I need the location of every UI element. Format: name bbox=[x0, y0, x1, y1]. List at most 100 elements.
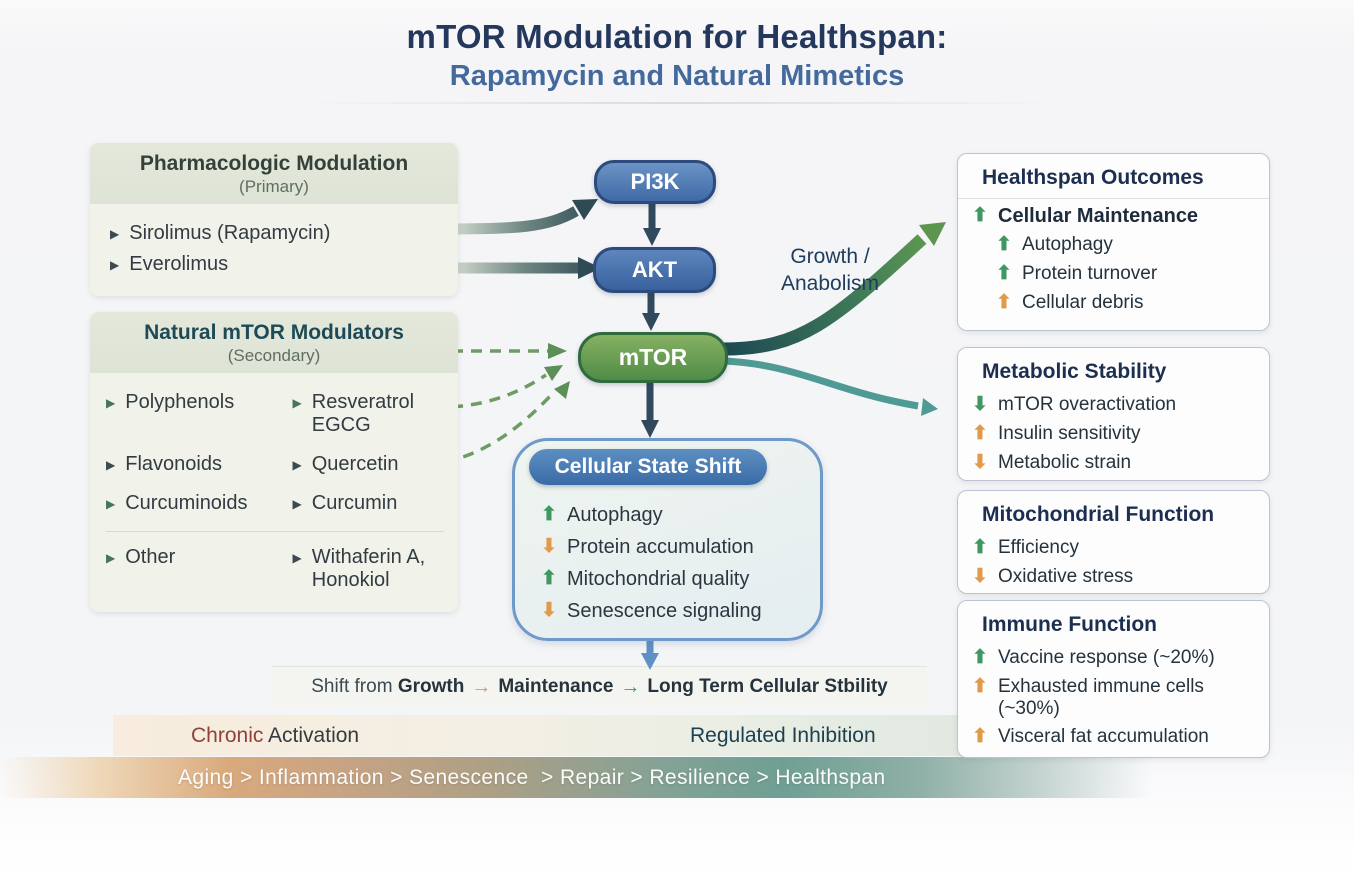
up-arrow-icon: ⬆ bbox=[972, 675, 988, 697]
list-item: ▶ Curcumin bbox=[293, 492, 448, 515]
down-arrow-icon: ⬇ bbox=[541, 600, 557, 621]
state-shift-item-label: Senescence signaling bbox=[567, 600, 762, 622]
outcome-item-label: Exhausted immune cells (~30%) bbox=[998, 675, 1204, 719]
up-arrow-icon: ⬆ bbox=[996, 291, 1012, 313]
divider bbox=[106, 531, 444, 532]
shift-summary-strip: Shift from Growth→Maintenance→Long Term … bbox=[272, 666, 927, 707]
triangle-bullet-icon: ▶ bbox=[106, 458, 116, 472]
pharma-box-header: Pharmacologic Modulation (Primary) bbox=[90, 143, 458, 204]
triangle-bullet-icon: ▶ bbox=[106, 551, 116, 565]
divider bbox=[958, 198, 1269, 199]
list-item: ⬆ Vaccine response (~20%) bbox=[972, 647, 1259, 670]
activation-inhibition-strip: Chronic Activation Regulated Inhibition bbox=[113, 715, 1075, 756]
natural-example-label: Curcumin bbox=[311, 492, 398, 514]
list-item: ⬆ Cellular debris bbox=[972, 292, 1259, 315]
title-divider bbox=[300, 102, 1060, 104]
regulated-inhibition-label: Regulated Inhibition bbox=[690, 723, 876, 747]
pharma-box-subtitle: (Primary) bbox=[239, 177, 309, 196]
natural-box-subtitle: (Secondary) bbox=[227, 346, 321, 365]
dashed-arrowhead-1 bbox=[548, 343, 567, 359]
pi3k-akt-arrowhead bbox=[643, 228, 661, 246]
triangle-bullet-icon: ▶ bbox=[292, 497, 302, 511]
list-item: ⬆ Autophagy bbox=[972, 234, 1259, 257]
natural-modulators-box: Natural mTOR Modulators (Secondary) ▶ Pol… bbox=[90, 312, 458, 612]
pharma-item-label: Sirolimus (Rapamycin) bbox=[129, 222, 331, 244]
pi3k-node: PI3K bbox=[594, 160, 716, 204]
outcome-item-label: Autophagy bbox=[1022, 234, 1113, 255]
outcome-box-title: Healthspan Outcomes bbox=[982, 166, 1204, 189]
outcome-item-label: Efficiency bbox=[998, 537, 1079, 558]
triangle-bullet-icon: ▶ bbox=[106, 396, 116, 410]
list-item: ▶ Other bbox=[106, 546, 289, 592]
triangle-bullet-icon: ▶ bbox=[292, 458, 302, 472]
list-item: ⬇Protein accumulation bbox=[541, 536, 810, 559]
page-title: mTOR Modulation for Healthspan: bbox=[406, 18, 948, 55]
outcome-box-title: Immune Function bbox=[982, 613, 1157, 636]
state-shift-item-label: Protein accumulation bbox=[567, 536, 754, 558]
list-item: ⬇Oxidative stress bbox=[972, 566, 1259, 589]
list-item: ⬆Cellular Maintenance bbox=[972, 205, 1259, 228]
natural-box-header: Natural mTOR Modulators (Secondary) bbox=[90, 312, 458, 373]
state-shift-title: Cellular State Shift bbox=[529, 449, 767, 485]
list-item: ⬇Metabolic strain bbox=[972, 452, 1259, 475]
list-item: ▶Everolimus bbox=[110, 253, 444, 276]
triangle-bullet-icon: ▶ bbox=[292, 396, 302, 410]
list-item: ▶Curcuminoids bbox=[106, 492, 289, 515]
list-item: ⬆Protein turnover bbox=[972, 263, 1259, 286]
sirolimus-arrowhead bbox=[572, 199, 598, 220]
list-item: ⬇mTOR overactivation bbox=[972, 394, 1259, 417]
list-item: ▶ Polyphenols bbox=[106, 391, 289, 437]
right-arrow-icon: → bbox=[471, 675, 492, 698]
up-arrow-icon: ⬆ bbox=[972, 725, 988, 747]
outcome-item-label: Vaccine response (~20%) bbox=[998, 647, 1215, 668]
list-item: ⬆Insulin sensitivity bbox=[972, 423, 1259, 446]
outcome-item-label: Cellular debris bbox=[1022, 291, 1144, 313]
pharmacologic-modulation-box: Pharmacologic Modulation (Primary) ▶ Siro… bbox=[90, 143, 458, 296]
up-arrow-icon: ⬆ bbox=[972, 647, 988, 668]
right-arrow-icon: → bbox=[620, 675, 641, 698]
mitochondrial-function-box: Mitochondrial Function ⬆Efficiency ⬇Oxid… bbox=[957, 490, 1270, 594]
outcome-item-label: Protein turnover bbox=[1022, 262, 1158, 284]
healthspan-outcomes-box: Healthspan Outcomes ⬆Cellular Maintenanc… bbox=[957, 153, 1270, 331]
list-item: ▶ Sirolimus (Rapamycin) bbox=[110, 222, 444, 245]
shift-step-growth: Growth bbox=[397, 676, 465, 697]
triangle-bullet-icon: ▶ bbox=[292, 551, 302, 565]
shift-prefix: Shift from bbox=[311, 676, 398, 697]
natural-box-title: Natural mTOR Modulators bbox=[144, 321, 404, 344]
aging-healthspan-gradient-bar: Aging > Inflammation > Senescence > Repa… bbox=[0, 757, 1150, 798]
akt-node: AKT bbox=[593, 247, 716, 293]
metabolic-stability-box: Metabolic Stability ⬇mTOR overactivation… bbox=[957, 347, 1270, 481]
pharma-item-label: Everolimus bbox=[129, 253, 229, 275]
up-arrow-icon: ⬆ bbox=[541, 568, 557, 589]
list-item: ⬆Visceral fat accumulation bbox=[972, 726, 1259, 749]
sirolimus-to-pi3k-arrow bbox=[445, 206, 579, 235]
natural-example-label: Withaferin A,Honokiol bbox=[311, 546, 426, 591]
mtor-node: mTOR bbox=[578, 332, 728, 383]
triangle-bullet-icon: ▶ bbox=[106, 497, 116, 511]
branch-up-arrowhead bbox=[919, 222, 946, 246]
natural-example-label: Quercetin bbox=[311, 453, 399, 475]
cellular-state-shift-box: Cellular State Shift ⬆Autophagy ⬇Protein… bbox=[512, 438, 823, 641]
chronic-activation-label: Chronic Activation bbox=[191, 723, 360, 747]
outcome-item-label: Insulin sensitivity bbox=[998, 422, 1141, 444]
state-shift-item-label: Mitochondrial quality bbox=[567, 568, 750, 590]
natural-class-label: Other bbox=[125, 546, 176, 568]
mtor-branch-down-arrow bbox=[723, 357, 919, 410]
triangle-bullet-icon: ▶ bbox=[110, 227, 120, 241]
down-arrow-icon: ⬇ bbox=[972, 451, 988, 473]
natural-class-label: Polyphenols bbox=[125, 391, 235, 413]
branch-down-arrowhead bbox=[921, 398, 938, 416]
outcome-box-title: Mitochondrial Function bbox=[982, 503, 1215, 526]
down-arrow-icon: ⬇ bbox=[972, 565, 988, 587]
outcome-item-label: mTOR overactivation bbox=[998, 394, 1177, 415]
list-item: ⬆Autophagy bbox=[541, 504, 810, 527]
akt-mtor-arrowhead bbox=[642, 313, 660, 331]
up-arrow-icon: ⬆ bbox=[996, 234, 1012, 255]
natural-class-label: Flavonoids bbox=[125, 453, 222, 475]
up-arrow-icon: ⬆ bbox=[972, 205, 988, 226]
state-shift-item-label: Autophagy bbox=[567, 504, 663, 526]
outcome-box-title: Metabolic Stability bbox=[982, 360, 1167, 383]
growth-anabolism-label: Growth / Anabolism bbox=[780, 245, 880, 295]
